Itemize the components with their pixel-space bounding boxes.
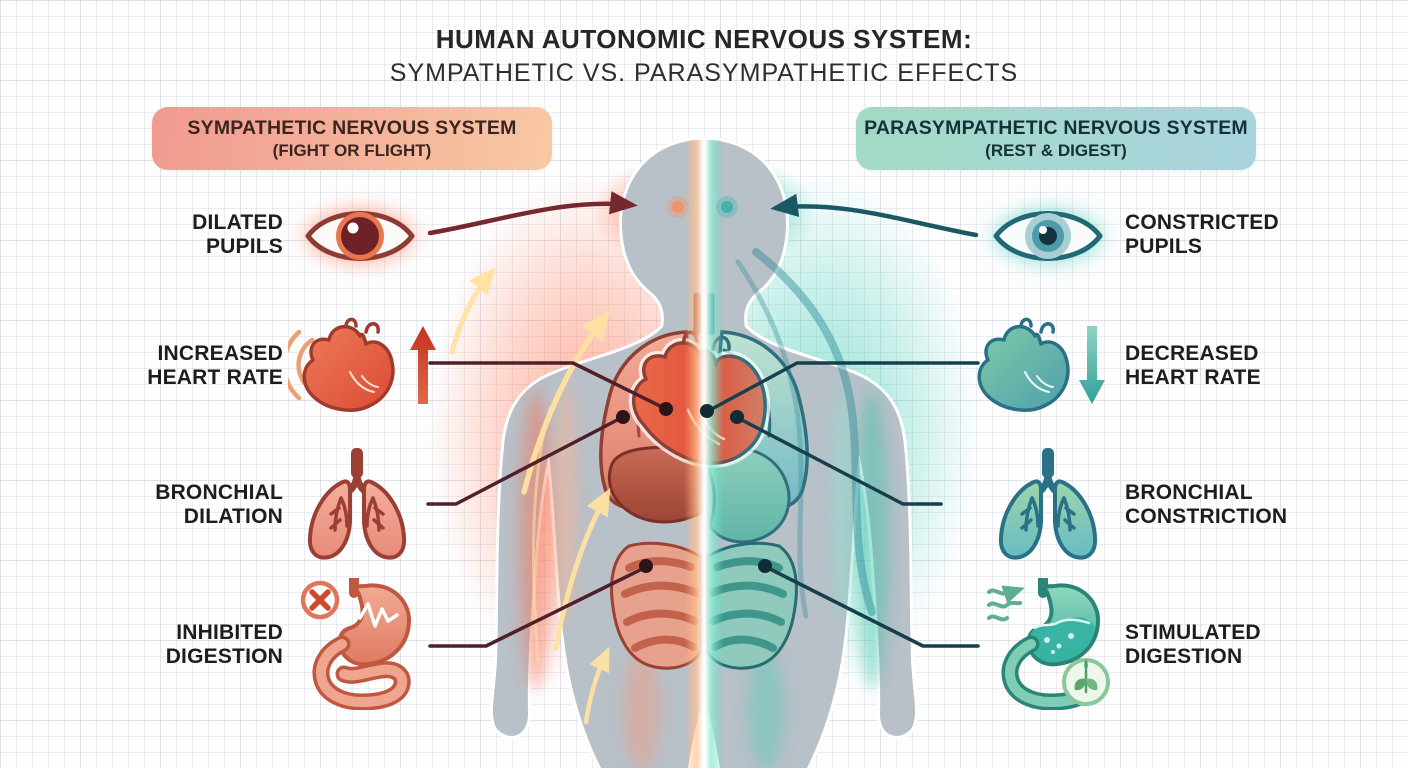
connector-dots: [616, 402, 772, 573]
title-block: HUMAN AUTONOMIC NERVOUS SYSTEM: SYMPATHE…: [0, 24, 1408, 88]
sympathetic-connectors: [426, 361, 666, 648]
label-bronchial-dilation: BRONCHIAL DILATION: [58, 481, 283, 529]
parasympathetic-connectors: [708, 361, 980, 648]
sympathetic-eye-arrow: [427, 191, 638, 236]
label-line: DILATED: [192, 211, 283, 234]
label-line: STIMULATED: [1125, 621, 1261, 644]
heart-up-arrow-icon: [288, 317, 436, 412]
sympathetic-header-subtitle: (FIGHT OR FLIGHT): [272, 140, 432, 160]
page-subtitle: SYMPATHETIC VS. PARASYMPATHETIC EFFECTS: [389, 59, 1019, 87]
label-line: PUPILS: [205, 235, 283, 258]
label-line: DILATION: [183, 505, 283, 528]
heart-down-arrow-icon: [977, 317, 1105, 412]
no-cross-icon: [300, 580, 340, 620]
parasympathetic-eye-arrow: [770, 193, 979, 238]
label-dilated-pupils: DILATED PUPILS: [58, 211, 283, 259]
lungs-constricted-icon: [998, 448, 1098, 560]
organs: [599, 292, 809, 670]
constricted-pupils-eye-icon: [993, 211, 1103, 261]
label-line: BRONCHIAL: [155, 481, 283, 504]
label-constricted-pupils: CONSTRICTED PUPILS: [1125, 211, 1385, 259]
label-line: HEART RATE: [1125, 366, 1261, 389]
label-increased-heart-rate: INCREASED HEART RATE: [58, 342, 283, 390]
label-line: INCREASED: [157, 342, 283, 365]
label-line: CONSTRICTION: [1125, 505, 1288, 528]
head-target-dots: [667, 196, 738, 218]
label-line: PUPILS: [1125, 235, 1203, 258]
parasympathetic-header-subtitle: (REST & DIGEST): [985, 140, 1127, 160]
stomach-inhibited-icon: [300, 578, 412, 710]
body-split-line: [684, 140, 724, 768]
label-line: HEART RATE: [147, 366, 283, 389]
label-decreased-heart-rate: DECREASED HEART RATE: [1125, 342, 1385, 390]
inner-energy-streaks: [519, 380, 889, 768]
label-line: DIGESTION: [165, 645, 283, 668]
parasympathetic-header-title: PARASYMPATHETIC NERVOUS SYSTEM: [864, 116, 1248, 139]
down-arrow-icon: [1079, 326, 1105, 404]
nerve-curves: [735, 248, 876, 619]
label-inhibited-digestion: INHIBITED DIGESTION: [58, 621, 283, 669]
sympathetic-header: SYMPATHETIC NERVOUS SYSTEM (FIGHT OR FLI…: [152, 107, 552, 170]
liver: [607, 445, 704, 524]
sympathetic-header-title: SYMPATHETIC NERVOUS SYSTEM: [187, 116, 517, 139]
leaf-badge-icon: [1062, 658, 1110, 706]
page-title: HUMAN AUTONOMIC NERVOUS SYSTEM:: [435, 24, 973, 54]
label-line: CONSTRICTED: [1125, 211, 1279, 234]
label-line: DIGESTION: [1125, 645, 1243, 668]
lungs-dilated-icon: [307, 448, 407, 560]
dilated-pupils-eye-icon: [305, 211, 415, 261]
label-line: BRONCHIAL: [1125, 481, 1253, 504]
label-line: DECREASED: [1125, 342, 1259, 365]
stomach-stimulated-icon: [987, 578, 1110, 710]
label-stimulated-digestion: STIMULATED DIGESTION: [1125, 621, 1385, 669]
aroma-waves-icon: [987, 585, 1025, 622]
label-line: INHIBITED: [176, 621, 283, 644]
label-bronchial-constriction: BRONCHIAL CONSTRICTION: [1125, 481, 1385, 529]
up-arrow-icon: [410, 326, 436, 404]
parasympathetic-header: PARASYMPATHETIC NERVOUS SYSTEM (REST & D…: [856, 107, 1256, 170]
